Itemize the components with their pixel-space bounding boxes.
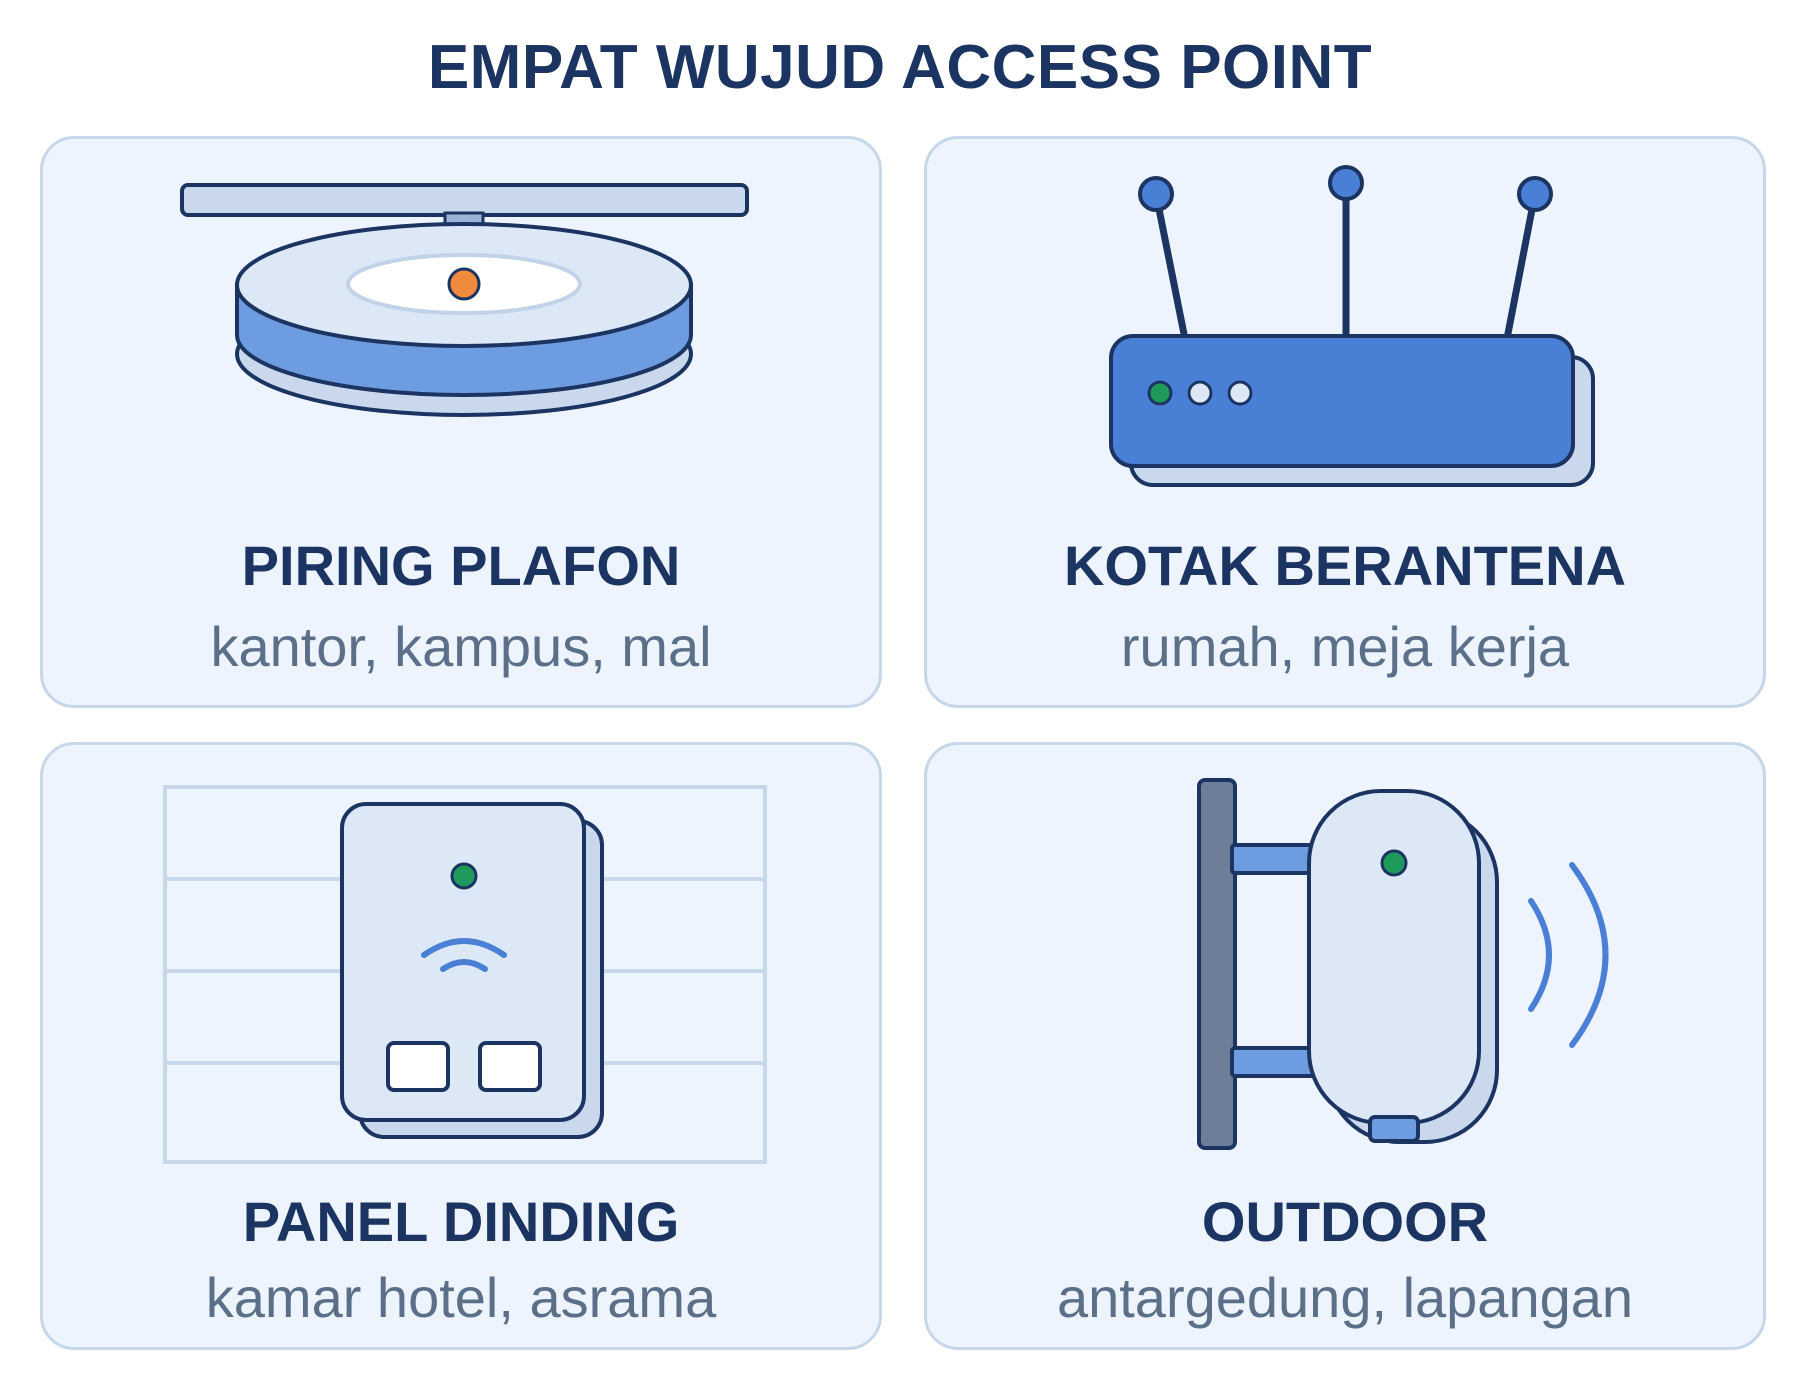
card-ceiling-disc: PIRING PLAFON kantor, kampus, mal xyxy=(40,136,882,708)
card-title: OUTDOOR xyxy=(1201,1190,1489,1253)
page-title: EMPAT WUJUD ACCESS POINT xyxy=(427,33,1373,102)
card-subtitle: kamar hotel, asrama xyxy=(205,1266,717,1329)
outdoor-ap-icon xyxy=(1197,778,1609,1150)
ceiling-disc-ap-icon xyxy=(180,183,749,417)
wall-panel-ap-icon xyxy=(163,785,767,1164)
card-title: PANEL DINDING xyxy=(242,1190,680,1253)
card-wall-panel: PANEL DINDING kamar hotel, asrama xyxy=(40,742,882,1350)
card-outdoor: OUTDOOR antargedung, lapangan xyxy=(924,742,1766,1350)
card-title: KOTAK BERANTENA xyxy=(1063,534,1627,597)
card-antenna-box: KOTAK BERANTENA rumah, meja kerja xyxy=(924,136,1766,708)
card-title: PIRING PLAFON xyxy=(241,534,681,597)
card-subtitle: kantor, kampus, mal xyxy=(210,615,712,678)
antenna-router-icon xyxy=(1109,165,1595,487)
card-subtitle: rumah, meja kerja xyxy=(1120,615,1570,678)
card-subtitle: antargedung, lapangan xyxy=(1056,1266,1634,1329)
